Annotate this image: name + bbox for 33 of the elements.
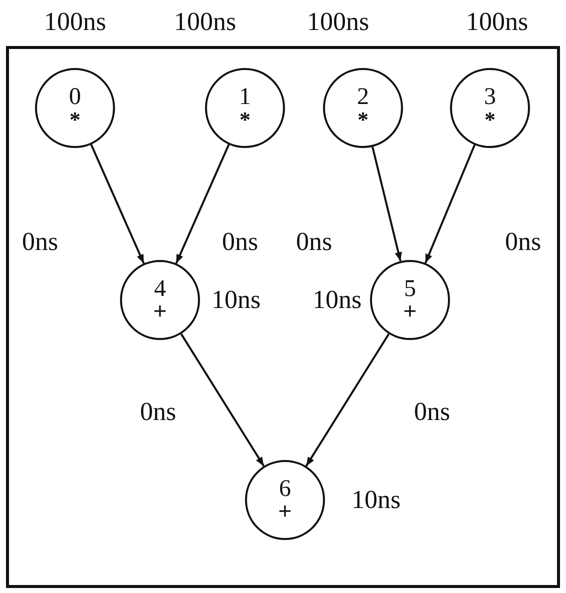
arrow (180, 333, 265, 467)
edge-label: 0ns (222, 227, 258, 257)
operator-symbol: + (278, 501, 292, 523)
delay-label: 100ns (466, 7, 528, 37)
delay-label: 100ns (44, 7, 106, 37)
operator-symbol: * (484, 109, 496, 131)
operator-symbol: * (358, 109, 368, 131)
edge-label: 0ns (504, 227, 542, 257)
node-number: 1 (239, 85, 251, 109)
arrow (424, 144, 476, 264)
operator-symbol: + (153, 301, 167, 323)
arrow (305, 333, 390, 467)
delay-label: 100ns (306, 7, 370, 37)
operator-symbol: * (70, 109, 80, 131)
node-number: 3 (484, 85, 496, 109)
node-number: 0 (69, 85, 81, 109)
delay-label: 100ns (174, 7, 236, 37)
arrow (175, 144, 230, 264)
node-number: 5 (404, 277, 416, 301)
delay-label: 10ns (351, 485, 401, 515)
node-number: 4 (154, 277, 166, 301)
node-number: 6 (279, 477, 291, 501)
edge-label: 0ns (414, 397, 450, 427)
edge-label: 0ns (296, 227, 332, 257)
node-number: 2 (357, 85, 369, 109)
arrow (372, 146, 402, 262)
edge-label: 0ns (22, 227, 58, 257)
operator-symbol: * (240, 109, 250, 131)
delay-label: 10ns (211, 285, 261, 315)
edge-label: 0ns (140, 397, 176, 427)
operator-symbol: + (403, 301, 417, 323)
delay-label: 10ns (312, 285, 362, 315)
arrow (90, 144, 145, 264)
